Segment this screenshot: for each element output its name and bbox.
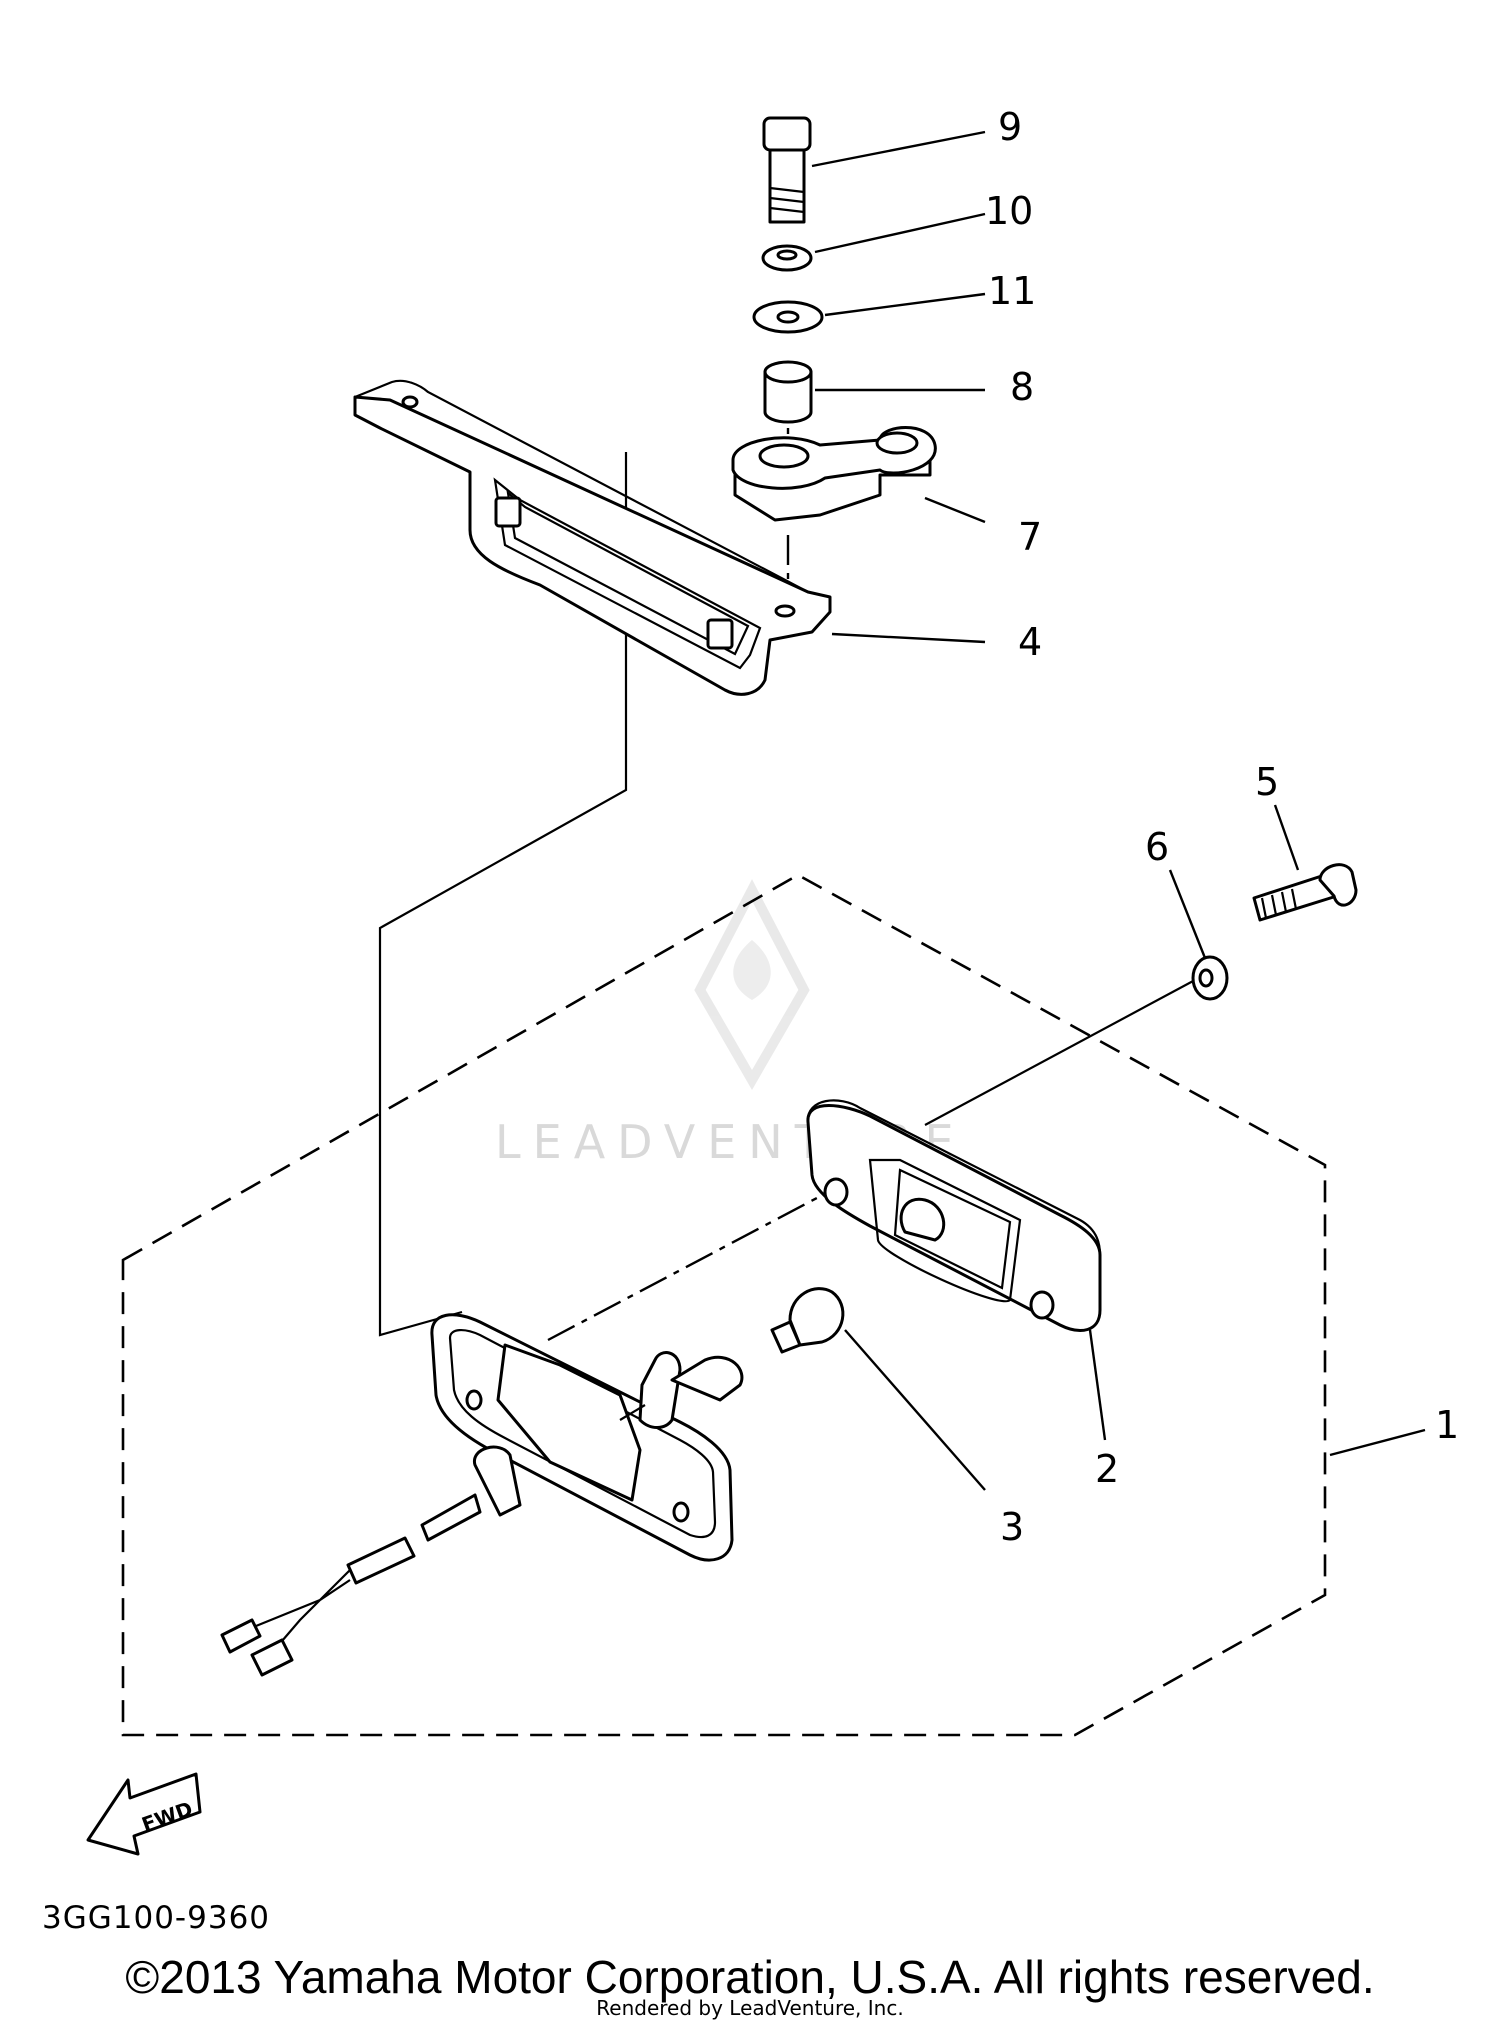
diagram-reference-code: 3GG100-9360 <box>42 1900 271 1936</box>
screw-part-5 <box>1252 863 1358 922</box>
screw-line <box>924 979 1196 1126</box>
callout-7: 7 <box>1018 515 1042 559</box>
leader-lines <box>811 130 1426 1491</box>
callout-6: 6 <box>1145 825 1169 869</box>
collar-part-8 <box>763 360 813 424</box>
mount-line-left <box>378 452 628 1337</box>
callout-1: 1 <box>1435 1403 1459 1447</box>
lamp-base <box>430 1313 734 1562</box>
rendered-by-note: Rendered by LeadVenture, Inc. <box>596 1996 904 2020</box>
assembly-outline <box>121 873 1327 1737</box>
callout-5: 5 <box>1255 760 1279 804</box>
callout-2: 2 <box>1095 1447 1119 1491</box>
callout-9: 9 <box>998 105 1022 149</box>
callout-8: 8 <box>1010 365 1034 409</box>
leadventure-logo-icon <box>694 879 810 1090</box>
hex-bolt-part-9 <box>762 116 812 224</box>
washer-part-6 <box>1191 955 1229 1001</box>
bracket-part-7 <box>731 426 937 522</box>
callout-3: 3 <box>1000 1505 1024 1549</box>
lens-part-2 <box>806 1099 1102 1332</box>
flat-washer-part-11 <box>752 300 824 334</box>
fwd-arrow-icon: FWD <box>86 1772 202 1856</box>
mount-line-right <box>547 1188 833 1342</box>
bulb-part-3 <box>770 1287 845 1354</box>
bulb-socket <box>619 1351 744 1429</box>
wire-harness <box>220 1445 522 1677</box>
callout-4: 4 <box>1018 620 1042 664</box>
spring-washer-part-10 <box>761 244 813 272</box>
plate-part-4 <box>353 379 832 696</box>
callout-11: 11 <box>988 269 1036 313</box>
callout-10: 10 <box>985 189 1033 233</box>
copyright-notice: ©2013 Yamaha Motor Corporation, U.S.A. A… <box>125 1951 1375 2003</box>
